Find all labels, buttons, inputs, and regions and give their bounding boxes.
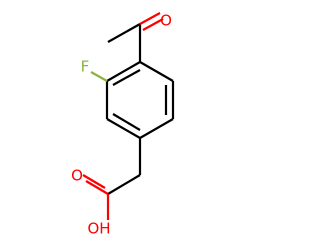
carbonyl-oxygen-label: O [160,12,172,30]
bond-methyl-carbonyl [107,23,141,43]
bond-fluorine [90,71,108,82]
bond-carbonyl-oxygen-b [142,18,164,31]
ring-bond-4-inner [112,113,141,131]
bond-acid-carbonyl-b [82,174,106,189]
bond-carbonyl-oxygen-a [139,12,161,25]
molecule-drawing: O F O OH [71,12,175,238]
acid-carbonyl-oxygen-label: O [71,167,83,185]
fluorine-label: F [81,58,90,76]
bond-ch2-carboxyl [107,174,141,195]
structure-canvas: O F O OH [71,11,175,238]
ring-bond-6-inner [112,69,141,86]
hydroxyl-label: OH [87,220,110,238]
ring-bond-3 [139,118,174,139]
ring-bond-1 [139,61,174,82]
bond-acid-carbonyl-a [85,180,109,195]
ring-bond-4 [106,118,141,139]
ring-bond-6 [106,61,141,82]
